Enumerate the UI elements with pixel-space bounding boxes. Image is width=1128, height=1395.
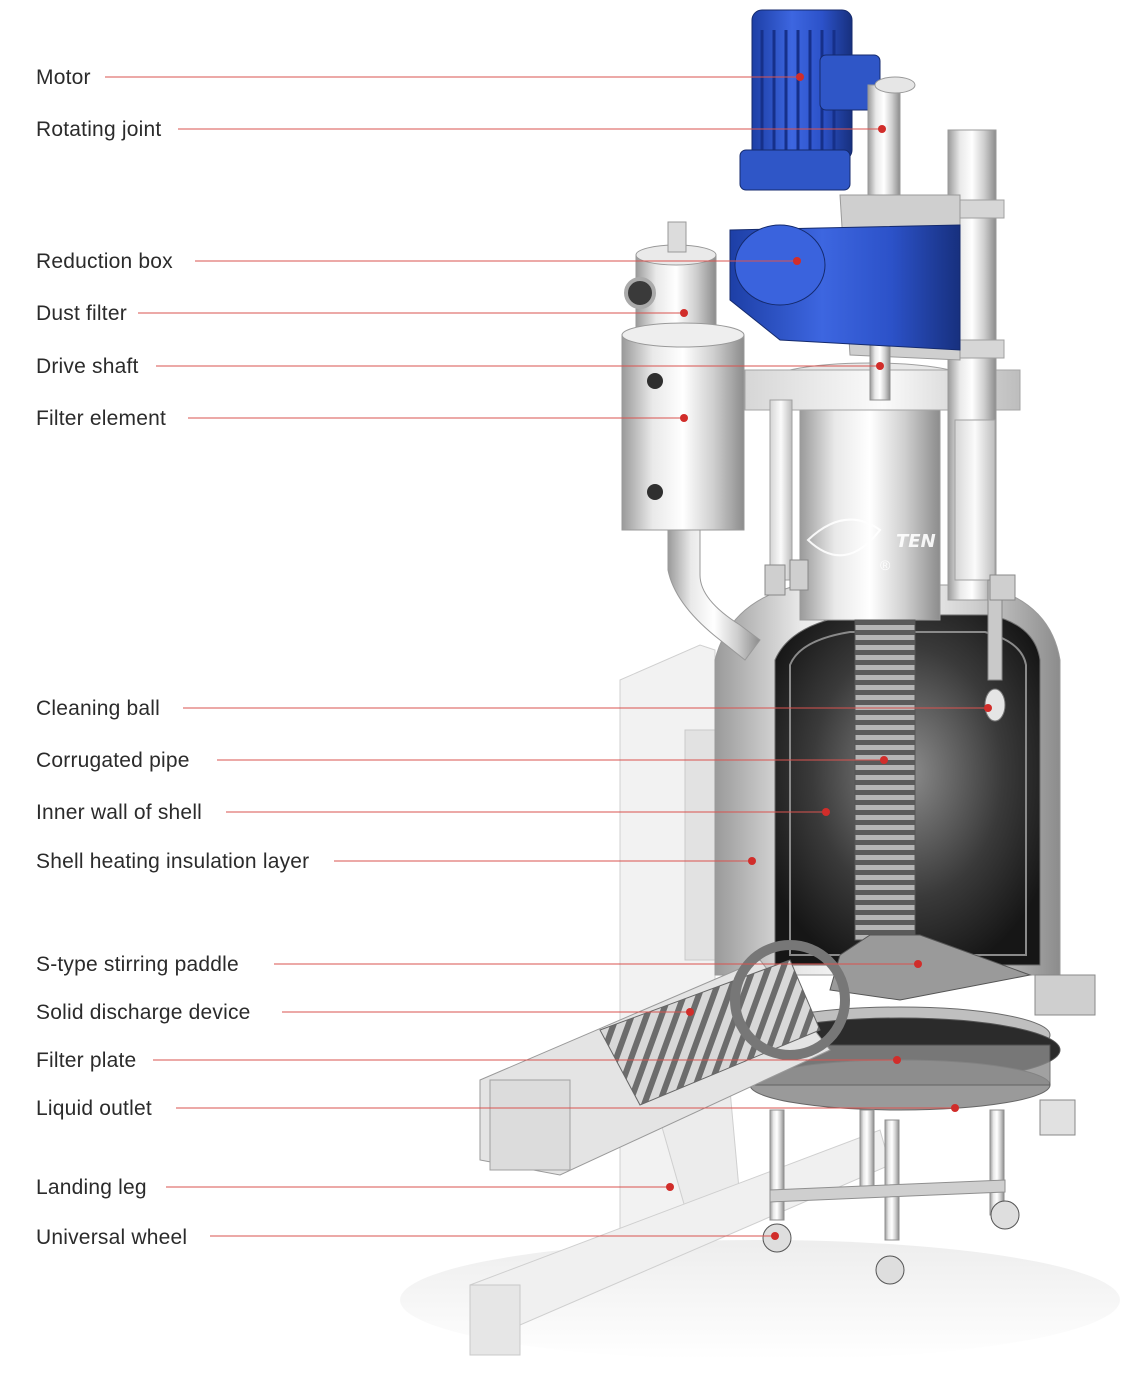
support-legs — [762, 1109, 1020, 1285]
lift-columns — [769, 129, 1005, 601]
label-dust-filter: Dust filter — [36, 302, 127, 325]
label-stirring-paddle: S-type stirring paddle — [36, 953, 239, 976]
label-corrugated-pipe: Corrugated pipe — [36, 749, 190, 772]
corrugated-pipe-part — [854, 619, 916, 941]
brand-left-text: JHEN — [707, 531, 759, 552]
motor-assembly — [729, 9, 961, 351]
label-drive-shaft: Drive shaft — [36, 355, 139, 378]
brand-right-text: TEN — [896, 531, 936, 552]
lid-fittings — [764, 559, 1016, 601]
label-motor: Motor — [36, 66, 91, 89]
rotating-joint-part — [867, 76, 916, 196]
label-filter-element: Filter element — [36, 407, 167, 430]
label-discharge-device: Solid discharge device — [36, 1001, 251, 1024]
right-nozzles — [1034, 974, 1096, 1136]
cleaning-ball-part — [984, 579, 1006, 722]
label-inner-wall: Inner wall of shell — [36, 801, 203, 824]
label-cleaning-ball: Cleaning ball — [36, 697, 161, 720]
label-universal-wheel: Universal wheel — [36, 1226, 188, 1249]
label-insulation-layer: Shell heating insulation layer — [36, 850, 310, 873]
label-filter-plate: Filter plate — [36, 1049, 137, 1072]
label-rotating-joint: Rotating joint — [36, 118, 162, 141]
label-reduction-box: Reduction box — [36, 250, 173, 273]
discharge-device-part — [479, 940, 850, 1176]
dust-filter-assembly — [621, 221, 761, 661]
label-landing-leg: Landing leg — [36, 1176, 147, 1199]
label-liquid-outlet: Liquid outlet — [36, 1097, 152, 1120]
brand-registered-mark: ® — [880, 557, 891, 573]
brand-logo: JHEN TEN ® — [707, 518, 936, 573]
